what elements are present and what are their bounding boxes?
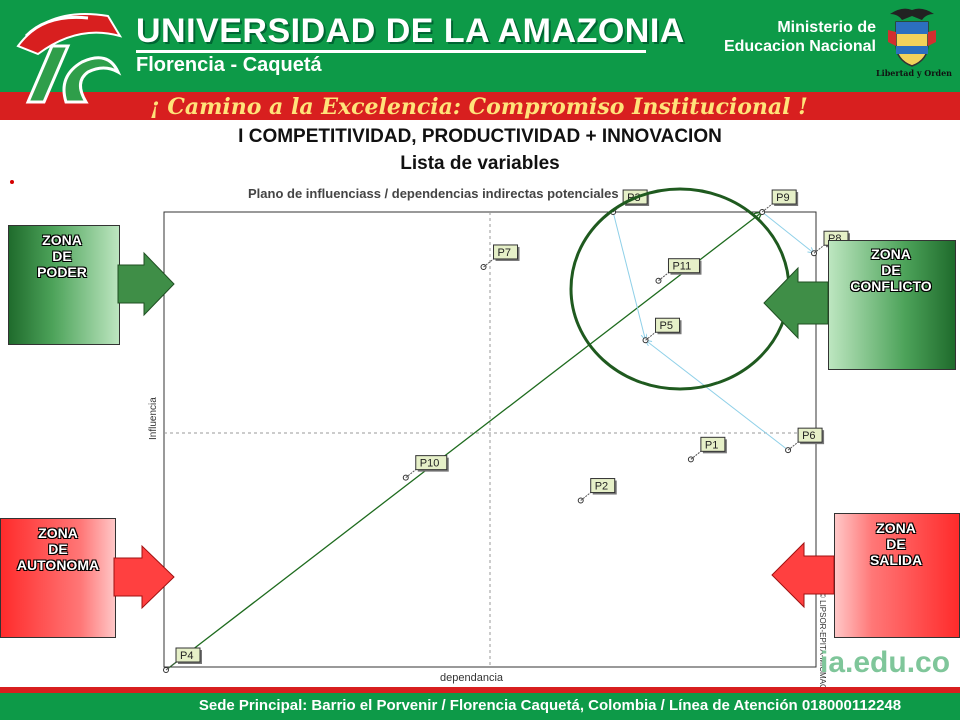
y-axis-label: Influencia — [148, 397, 159, 440]
footer-address: Sede Principal: Barrio el Porvenir / Flo… — [198, 697, 902, 714]
chart-title: Plano de influenciass / dependencias ind… — [248, 186, 619, 201]
point-label: P2 — [595, 481, 608, 493]
arrow-left-icon — [771, 541, 835, 609]
conflict-zone-ellipse — [569, 187, 791, 391]
point-leader — [165, 661, 177, 671]
label-box — [700, 436, 726, 452]
point-p1: P1 — [687, 436, 727, 463]
arrow-right-icon — [113, 544, 175, 610]
point-label: P6 — [802, 430, 815, 442]
link-p6-p5 — [646, 340, 789, 451]
data-points: P1P2P3P4P5P6P7P8P9P10P11 — [163, 189, 850, 673]
slide-subtitle: Lista de variables — [400, 153, 560, 174]
point-leader — [761, 203, 773, 213]
arrow-right-icon — [117, 251, 175, 317]
title-underline — [136, 50, 646, 53]
link-p9-p8 — [761, 211, 814, 253]
influence-links — [165, 211, 814, 671]
label-box — [655, 317, 681, 333]
point-marker — [655, 277, 662, 284]
slide-title: I COMPETITIVIDAD, PRODUCTIVIDAD + INNOVA… — [238, 126, 722, 147]
point-label: P11 — [672, 261, 691, 273]
point-label: P9 — [776, 192, 789, 204]
point-label: P5 — [660, 320, 673, 332]
point-p2: P2 — [577, 478, 617, 504]
label-box — [667, 258, 700, 274]
point-leader — [787, 441, 799, 451]
point-leader — [690, 450, 702, 460]
footer-top-band — [0, 687, 960, 693]
arrow-left-icon — [763, 266, 829, 340]
university-city: Florencia - Caquetá — [136, 54, 322, 76]
motto: Libertad y Orden — [876, 68, 952, 78]
point-p5: P5 — [642, 317, 682, 344]
footer-bar — [0, 693, 960, 720]
link-p4-p9 — [165, 212, 762, 671]
point-p4: P4 — [163, 647, 202, 673]
point-p9: P9 — [759, 189, 799, 215]
point-leader — [580, 492, 592, 501]
website-fragment: ia.edu.co — [820, 646, 951, 679]
influence-dependence-chart: Plano de influenciass / dependencias ind… — [148, 182, 850, 690]
point-marker — [577, 497, 584, 504]
chart-canvas: Plano de influenciass / dependencias ind… — [148, 186, 850, 690]
point-p7: P7 — [480, 244, 520, 270]
point-label: P4 — [180, 650, 193, 662]
point-leader — [813, 244, 825, 254]
point-p11: P11 — [655, 258, 702, 284]
bullet-dot — [10, 180, 14, 184]
label-box — [797, 427, 823, 443]
zone-salida-box — [834, 513, 960, 638]
label-box — [590, 478, 616, 494]
coat-of-arms-icon — [888, 8, 936, 67]
point-label: P10 — [420, 458, 440, 470]
x-axis-label: dependancia — [440, 672, 504, 684]
point-leader — [658, 272, 669, 282]
point-label: P7 — [498, 247, 511, 259]
label-box — [771, 189, 797, 205]
slogan-band — [0, 92, 960, 120]
point-label: P1 — [705, 439, 718, 451]
ministry-line2: Educacion Nacional — [723, 38, 876, 55]
point-leader — [483, 258, 494, 268]
university-logo — [16, 13, 123, 104]
point-p10: P10 — [402, 455, 449, 481]
zone-autonoma-box — [0, 518, 116, 638]
micmac-side-label: © LIPSOR-EPITA-MICMAC — [818, 592, 827, 690]
ministry-line1: Ministerio de — [777, 19, 876, 36]
zone-poder-box — [8, 225, 120, 345]
point-leader — [405, 469, 417, 479]
slogan: ¡ Camino a la Excelencia: Compromiso Ins… — [150, 94, 808, 120]
link-p3-p5 — [612, 211, 645, 340]
label-box — [493, 244, 519, 260]
point-leader — [645, 331, 656, 341]
label-box — [175, 647, 201, 663]
quadrant-lines — [164, 212, 816, 667]
point-p6: P6 — [785, 427, 825, 454]
university-name: UNIVERSIDAD DE LA AMAZONIA — [136, 12, 685, 50]
ministry-name: Ministerio de Educacion Nacional — [720, 18, 876, 56]
label-box — [415, 455, 448, 471]
